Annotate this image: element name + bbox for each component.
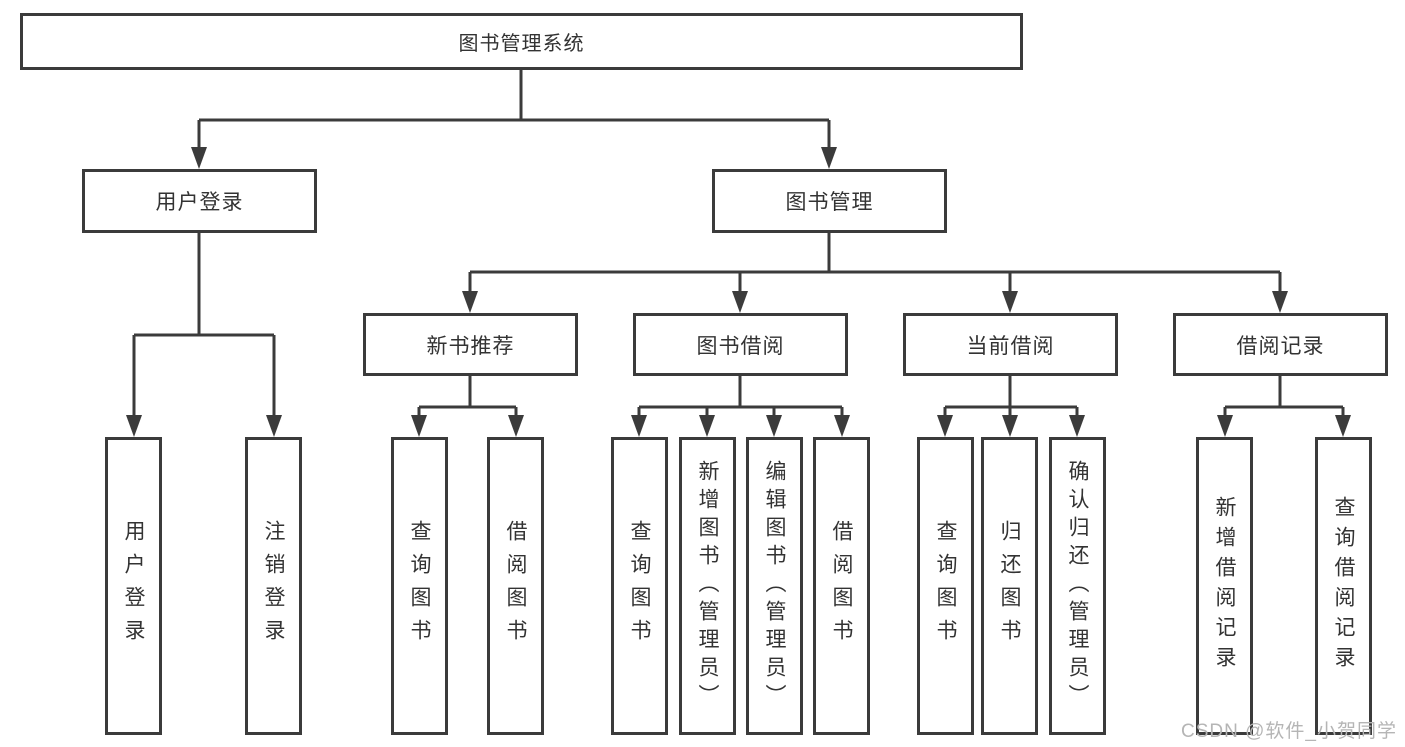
node-root-system: 图书管理系统 — [20, 13, 1023, 70]
leaf-add-borrow-record-label: 新增借阅记录 — [1213, 496, 1236, 676]
leaf-query-borrow-record: 查询借阅记录 — [1315, 437, 1372, 735]
leaf-return-book: 归还图书 — [981, 437, 1038, 735]
node-borrow-records-label: 借阅记录 — [1236, 334, 1325, 358]
connector-root — [197, 70, 831, 149]
connector-user-login — [132, 233, 276, 417]
leaf-user-login: 用户登录 — [105, 437, 162, 735]
leaf-borrow-books-recommend: 借阅图书 — [487, 437, 544, 735]
node-book-management-label: 图书管理 — [785, 191, 874, 214]
leaf-edit-book-admin: 编辑图书（管理员） — [746, 437, 803, 735]
node-new-book-recommend: 新书推荐 — [363, 313, 578, 376]
leaf-confirm-return-admin: 确认归还（管理员） — [1049, 437, 1106, 735]
node-new-book-recommend-label: 新书推荐 — [426, 334, 515, 358]
connector-new-book — [417, 376, 518, 417]
leaf-confirm-return-admin-label: 确认归还（管理员） — [1066, 460, 1089, 712]
leaf-borrow-books: 借阅图书 — [813, 437, 870, 735]
leaf-query-books-current-label: 查询图书 — [934, 520, 957, 652]
leaf-query-books-recommend: 查询图书 — [391, 437, 448, 735]
leaf-add-book-admin: 新增图书（管理员） — [679, 437, 736, 735]
leaf-user-login-label: 用户登录 — [122, 520, 145, 652]
node-book-borrow-label: 图书借阅 — [696, 334, 785, 358]
leaf-query-borrow-record-label: 查询借阅记录 — [1332, 496, 1355, 676]
node-current-borrow-label: 当前借阅 — [966, 334, 1055, 358]
node-current-borrow: 当前借阅 — [903, 313, 1118, 376]
node-borrow-records: 借阅记录 — [1173, 313, 1388, 376]
node-book-management: 图书管理 — [712, 169, 947, 233]
leaf-logout-label: 注销登录 — [262, 520, 285, 652]
connector-current-borrow — [943, 376, 1079, 417]
leaf-borrow-books-recommend-label: 借阅图书 — [504, 520, 527, 652]
node-user-login: 用户登录 — [82, 169, 317, 233]
leaf-add-borrow-record: 新增借阅记录 — [1196, 437, 1253, 735]
connector-book-management — [468, 233, 1282, 293]
leaf-logout: 注销登录 — [245, 437, 302, 735]
node-user-login-label: 用户登录 — [155, 191, 244, 214]
leaf-query-books-borrow: 查询图书 — [611, 437, 668, 735]
leaf-borrow-books-label: 借阅图书 — [830, 520, 853, 652]
leaf-query-books-current: 查询图书 — [917, 437, 974, 735]
leaf-query-books-recommend-label: 查询图书 — [408, 520, 431, 652]
connector-borrow-records — [1223, 376, 1345, 417]
leaf-query-books-borrow-label: 查询图书 — [628, 520, 651, 652]
leaf-add-book-admin-label: 新增图书（管理员） — [696, 460, 719, 712]
leaf-edit-book-admin-label: 编辑图书（管理员） — [763, 460, 786, 712]
node-root-label: 图书管理系统 — [458, 33, 585, 55]
node-book-borrow: 图书借阅 — [633, 313, 848, 376]
csdn-watermark: CSDN @软件_小贺同学 — [1181, 721, 1397, 742]
leaf-return-book-label: 归还图书 — [998, 520, 1021, 652]
connector-book-borrow — [637, 376, 844, 417]
arrowheads — [126, 147, 1351, 437]
